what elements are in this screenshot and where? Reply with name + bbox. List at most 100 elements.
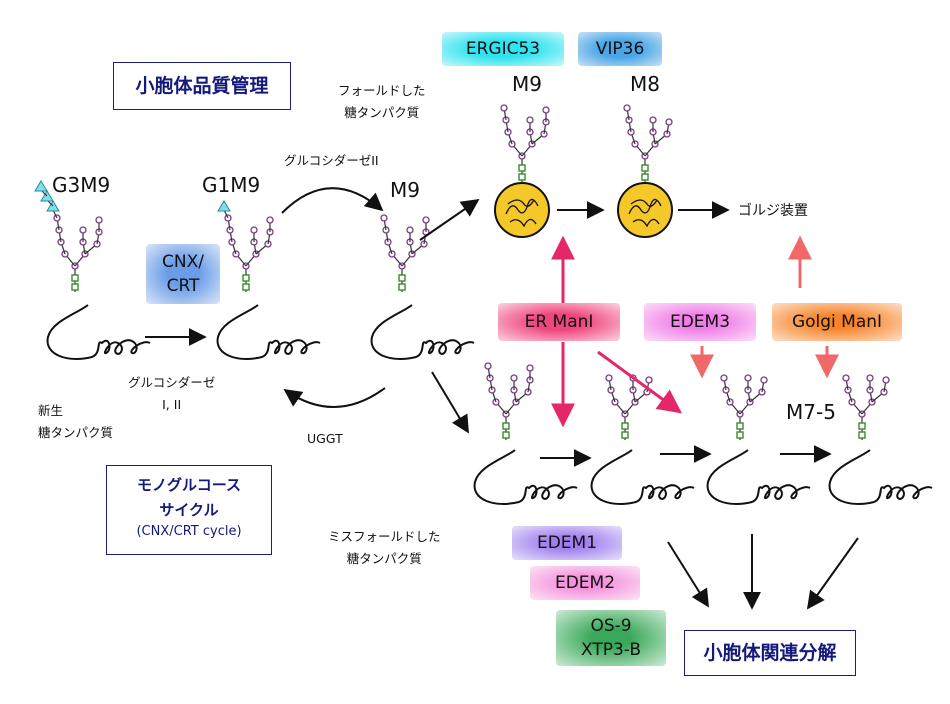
erad-label: 小胞体関連分解 bbox=[703, 642, 837, 664]
erad-box: 小胞体関連分解 bbox=[684, 630, 856, 676]
mannose-circle bbox=[484, 362, 492, 370]
mannose-circle bbox=[266, 216, 274, 224]
protein-chain bbox=[216, 304, 321, 360]
protein-chain bbox=[828, 449, 933, 505]
mannose-circle bbox=[882, 376, 890, 384]
misfolded-line-2: 糖タンパク質 bbox=[346, 551, 422, 566]
crt-label: CRT bbox=[166, 276, 200, 296]
glcnac-square bbox=[736, 431, 744, 439]
mannose-circle bbox=[623, 104, 631, 112]
glucosidase-i-ii-label: グルコシダーゼ I, II bbox=[128, 372, 215, 416]
glycoprotein-g1m9 bbox=[216, 200, 321, 360]
glcnac-square bbox=[502, 431, 510, 439]
glcnac-square bbox=[242, 283, 250, 291]
mannose-circle bbox=[526, 364, 534, 372]
mannose-circle bbox=[665, 118, 673, 126]
misfolded-glycoprotein-1 bbox=[473, 362, 578, 505]
mannose-circle bbox=[744, 374, 752, 382]
mannose-circle bbox=[842, 374, 850, 382]
misfolded-glycoprotein-label: ミスフォールドした 糖タンパク質 bbox=[328, 526, 441, 570]
cycle-line-3: (CNX/CRT cycle) bbox=[136, 524, 242, 539]
misfolded-glycoprotein-4 bbox=[828, 374, 933, 505]
glcnac-square bbox=[71, 283, 79, 291]
protein-chain bbox=[370, 304, 475, 360]
misfolded-glycoprotein-2 bbox=[590, 374, 695, 505]
folded-line-1: フォールドした bbox=[338, 83, 426, 98]
glcnac-square bbox=[242, 274, 250, 282]
arrow-mis4-to-erad bbox=[806, 537, 859, 610]
nascent-line-2: 糖タンパク質 bbox=[38, 425, 114, 440]
glcnac-square bbox=[641, 173, 649, 181]
glcnac-square bbox=[858, 431, 866, 439]
cycle-line-2: サイクル bbox=[159, 501, 219, 519]
xtp3b-label: XTP3-B bbox=[581, 640, 641, 660]
arrow-m9-to-misfolded bbox=[431, 371, 469, 434]
glucose-triangle bbox=[217, 200, 231, 212]
pathway-arrows bbox=[145, 187, 859, 610]
glcnac-square bbox=[518, 173, 526, 181]
glycoprotein-m9 bbox=[370, 214, 475, 360]
arrow-m9-to-folded bbox=[419, 198, 480, 241]
mannose-circle bbox=[720, 374, 728, 382]
glcnac-square bbox=[398, 274, 406, 282]
arrow-er-mani-diagonal bbox=[597, 350, 682, 414]
glcnac-square bbox=[621, 422, 629, 430]
glcnac-square bbox=[621, 431, 629, 439]
nascent-line-1: 新生 bbox=[38, 403, 64, 418]
glucosidase-line-1: グルコシダーゼ bbox=[128, 375, 216, 390]
mannose-circle bbox=[95, 216, 103, 224]
label-m8-folded: M8 bbox=[630, 72, 660, 96]
ergic53-label: ERGIC53 bbox=[465, 39, 541, 59]
cnx-label: CNX/ bbox=[162, 252, 204, 272]
folded-glycoprotein-m9 bbox=[494, 104, 550, 238]
mannose-circle bbox=[510, 374, 518, 382]
label-g1m9: G1M9 bbox=[202, 173, 261, 197]
mannose-circle bbox=[649, 116, 657, 124]
misfolded-line-1: ミスフォールドした bbox=[328, 529, 441, 544]
edem3-label: EDEM3 bbox=[669, 312, 731, 332]
label-m9-middle: M9 bbox=[390, 178, 420, 202]
label-m7-5: M7-5 bbox=[786, 400, 836, 424]
glucose-triangle bbox=[34, 180, 48, 192]
edem2-badge: EDEM2 bbox=[530, 566, 640, 600]
mannose-circle bbox=[422, 216, 430, 224]
label-m9-folded: M9 bbox=[512, 72, 542, 96]
arrow-glucosidase-ii bbox=[281, 187, 384, 214]
folded-protein-texture bbox=[505, 198, 539, 228]
edem2-label: EDEM2 bbox=[554, 573, 616, 593]
glcnac-square bbox=[858, 422, 866, 430]
uggt-label: UGGT bbox=[307, 431, 343, 446]
mannose-circle bbox=[542, 106, 550, 114]
glcnac-square bbox=[398, 283, 406, 291]
mannose-circle bbox=[645, 376, 653, 384]
protein-chain bbox=[590, 449, 695, 505]
mannose-circle bbox=[250, 226, 258, 234]
page-title: 小胞体品質管理 bbox=[135, 75, 269, 97]
mannose-circle bbox=[500, 104, 508, 112]
protein-chain bbox=[46, 304, 151, 360]
mannose-circle bbox=[760, 376, 768, 384]
edem1-label: EDEM1 bbox=[536, 533, 598, 553]
golgi-mani-label: Golgi ManI bbox=[791, 312, 883, 332]
mannose-circle bbox=[526, 116, 534, 124]
folded-protein bbox=[494, 182, 550, 238]
vip36-label: VIP36 bbox=[595, 39, 645, 59]
glcnac-square bbox=[641, 164, 649, 172]
folded-glycoprotein-label: フォールドした 糖タンパク質 bbox=[338, 80, 426, 124]
golgi-label: ゴルジ装置 bbox=[738, 203, 808, 219]
nascent-glycoprotein-g3m9 bbox=[34, 180, 151, 360]
golgi-mani-badge: Golgi ManI bbox=[772, 303, 902, 341]
title-box: 小胞体品質管理 bbox=[113, 62, 291, 110]
mannose-circle bbox=[605, 374, 613, 382]
glucosidase-line-2: I, II bbox=[162, 397, 182, 412]
enzyme-arrows bbox=[551, 235, 839, 428]
glucosidase-ii-label: グルコシダーゼII bbox=[284, 153, 379, 168]
edem1-badge: EDEM1 bbox=[512, 526, 622, 560]
monoglucose-cycle-box: モノグルコース サイクル (CNX/CRT cycle) bbox=[106, 465, 272, 555]
folded-line-2: 糖タンパク質 bbox=[344, 105, 420, 120]
er-mani-badge: ER ManI bbox=[498, 303, 620, 341]
glcnac-square bbox=[71, 274, 79, 282]
vip36-badge: VIP36 bbox=[578, 32, 662, 66]
